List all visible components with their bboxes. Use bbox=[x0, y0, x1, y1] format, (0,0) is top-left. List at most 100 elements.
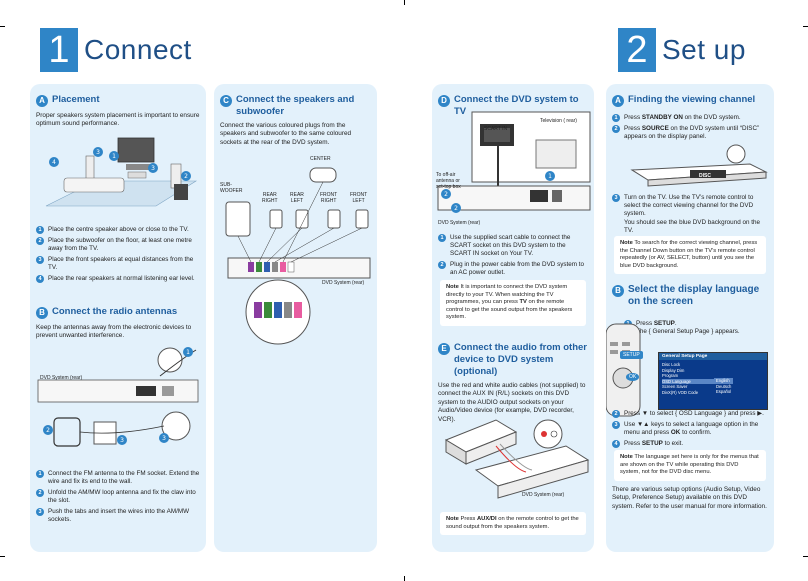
svg-text:1: 1 bbox=[112, 153, 116, 160]
speakers-title: Connect the speakers and subwoofer bbox=[236, 94, 355, 117]
dvd-tv-illustration: 2 2 1 bbox=[437, 111, 591, 213]
svg-text:2: 2 bbox=[46, 427, 50, 434]
placement-title: Placement bbox=[52, 94, 100, 105]
audio-note: Note Press AUX/DI on the remote control … bbox=[440, 512, 586, 536]
connect-title: Connect bbox=[84, 34, 192, 65]
tv-label: Television ( rear) bbox=[540, 118, 577, 124]
menu-value[interactable]: English bbox=[714, 378, 734, 384]
badge-d: D bbox=[438, 95, 450, 107]
language-title: Select the display language on the scree… bbox=[628, 284, 760, 307]
audio-intro: Use the red and white audio cables (not … bbox=[438, 382, 586, 423]
svg-text:2: 2 bbox=[454, 205, 458, 212]
setup-number: 2 bbox=[618, 28, 656, 72]
badge-b: B bbox=[36, 307, 48, 319]
setup-header: 2 Set up bbox=[618, 26, 746, 74]
menu-item[interactable]: Display Dim bbox=[662, 367, 685, 373]
section-placement: A Placement Proper speakers system placem… bbox=[30, 94, 206, 129]
svg-text:3: 3 bbox=[120, 437, 124, 444]
audio-illustration bbox=[444, 419, 590, 499]
menu-item[interactable]: Screen Saver bbox=[662, 384, 688, 390]
speakers-intro: Connect the various coloured plugs from … bbox=[220, 122, 352, 146]
badge-a: A bbox=[612, 95, 624, 107]
menu-value[interactable]: Español bbox=[716, 389, 732, 395]
section-viewing: A Finding the viewing channel bbox=[606, 94, 774, 107]
menu-title: General Setup Page bbox=[659, 353, 767, 360]
ok-key-callout: OK bbox=[626, 373, 640, 381]
viewing-note: Note To search for the correct viewing c… bbox=[614, 236, 766, 275]
setup-key-callout: SETUP bbox=[620, 351, 643, 359]
dvd-display-illustration bbox=[630, 144, 768, 187]
svg-text:1: 1 bbox=[186, 349, 190, 356]
svg-text:2: 2 bbox=[184, 173, 188, 180]
section-dvd-tv: D Connect the DVD system to TV bbox=[432, 94, 594, 118]
speaker-wiring-illustration bbox=[225, 167, 371, 345]
speakers-device-label: DVD System (rear) bbox=[322, 280, 365, 286]
svg-text:3: 3 bbox=[151, 165, 155, 172]
section-audio: E Connect the audio from other device to … bbox=[432, 342, 594, 424]
placement-intro: Proper speakers system placement is impo… bbox=[36, 112, 200, 128]
remote-control-illustration bbox=[606, 323, 641, 417]
svg-text:3: 3 bbox=[162, 435, 166, 442]
radio-antenna-illustration: 1 2 3 3 bbox=[37, 347, 199, 447]
menu-items: Disc Lock Display Dim Program OSD Langua… bbox=[662, 362, 714, 396]
dvd-tv-note: Note It is important to connect the DVD … bbox=[440, 280, 586, 326]
menu-values: English Deutsch Español bbox=[714, 362, 734, 396]
audio-device-label: DVD System (rear) bbox=[522, 492, 565, 498]
svg-text:4: 4 bbox=[52, 159, 56, 166]
svg-text:1: 1 bbox=[548, 173, 552, 180]
label-rear-right: REAR RIGHT bbox=[262, 192, 278, 204]
label-center: CENTER bbox=[310, 156, 331, 162]
menu-item-selected[interactable]: OSD Language bbox=[662, 378, 714, 385]
room-illustration: 4 3 1 3 2 bbox=[45, 137, 198, 207]
general-setup-menu: General Setup Page Disc Lock Display Dim… bbox=[658, 352, 768, 410]
svg-text:2: 2 bbox=[444, 191, 448, 198]
connect-header: 1 Connect bbox=[40, 26, 192, 74]
audio-title: Connect the audio from other device to D… bbox=[454, 342, 587, 377]
menu-item[interactable]: Program bbox=[662, 373, 679, 379]
dvd-tv-device-label: DVD System (rear) bbox=[438, 220, 481, 226]
menu-item[interactable]: DivX(R) VOD Code bbox=[662, 389, 699, 395]
offair-label: To off-air antenna or set-top box bbox=[436, 172, 461, 190]
viewing-title: Finding the viewing channel bbox=[628, 94, 756, 105]
dvd-tv-title: Connect the DVD system to TV bbox=[454, 94, 579, 117]
panel-dvd-tv: D Connect the DVD system to TV 2 2 1 Tele… bbox=[432, 84, 594, 552]
menu-value[interactable]: Deutsch bbox=[716, 383, 732, 389]
radio-device-label: DVD System (rear) bbox=[40, 375, 83, 381]
panel-placement-radio: A Placement Proper speakers system placem… bbox=[30, 84, 206, 552]
badge-a: A bbox=[36, 95, 48, 107]
radio-intro: Keep the antennas away from the electron… bbox=[36, 324, 192, 340]
badge-e: E bbox=[438, 343, 450, 355]
display-panel-text: DISC bbox=[699, 173, 711, 179]
language-note: Note The language set here is only for t… bbox=[614, 450, 766, 481]
menu-item[interactable]: Disc Lock bbox=[662, 362, 681, 367]
setup-footer: There are various setup options (Audio S… bbox=[612, 486, 767, 510]
connect-number: 1 bbox=[40, 28, 78, 72]
label-subwoofer: SUB- WOOFER bbox=[220, 182, 243, 194]
